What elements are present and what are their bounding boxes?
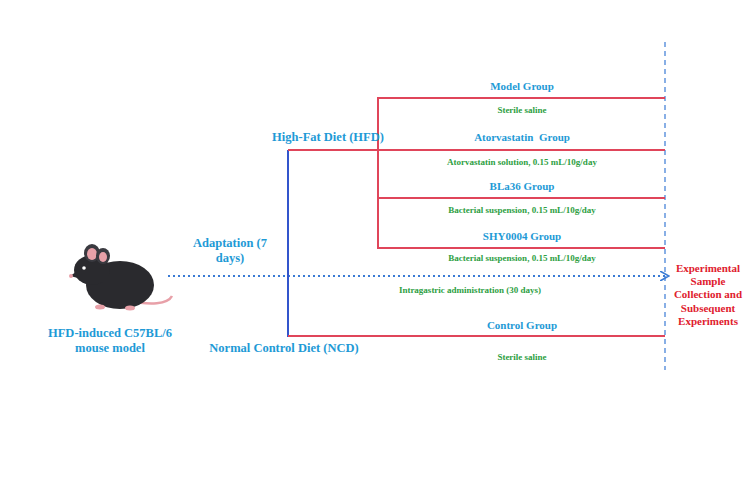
group-label: Model Group [490,80,554,93]
group-label: BLa36 Group [490,180,555,193]
phase-label: Adaptation (7 days) [185,236,275,266]
group-label: SHY0004 Group [483,230,561,243]
diet-split-line [287,150,289,337]
group-line [378,247,665,249]
treatment-label: Sterile saline [497,105,546,116]
treatment-label: Atorvastatin solution, 0.15 mL/10g/day [447,157,597,168]
mouse-illustration [69,244,172,311]
group-label: Control Group [487,319,557,332]
endpoint-label: Experimental Sample Collection and Subse… [672,262,744,328]
model-label: HFD-induced C57BL/6 mouse model [35,326,185,356]
diet-label: Normal Control Diet (NCD) [209,341,358,356]
group-line [378,97,665,99]
treatment-label: Sterile saline [497,352,546,363]
group-label: Atorvastatin Group [474,131,570,144]
treatment-label: Bacterial suspension, 0.15 mL/10g/day [448,205,595,216]
diet-label: High-Fat Diet (HFD) [272,130,384,145]
treatment-label: Bacterial suspension, 0.15 mL/10g/day [448,253,595,264]
group-line [288,149,665,151]
group-line [288,335,665,337]
phase-label: Intragastric administration (30 days) [399,285,541,296]
group-line [378,197,665,199]
group-split-line [377,97,379,249]
endpoint-dashed-line [664,42,665,370]
timeline-arrow [168,275,668,277]
